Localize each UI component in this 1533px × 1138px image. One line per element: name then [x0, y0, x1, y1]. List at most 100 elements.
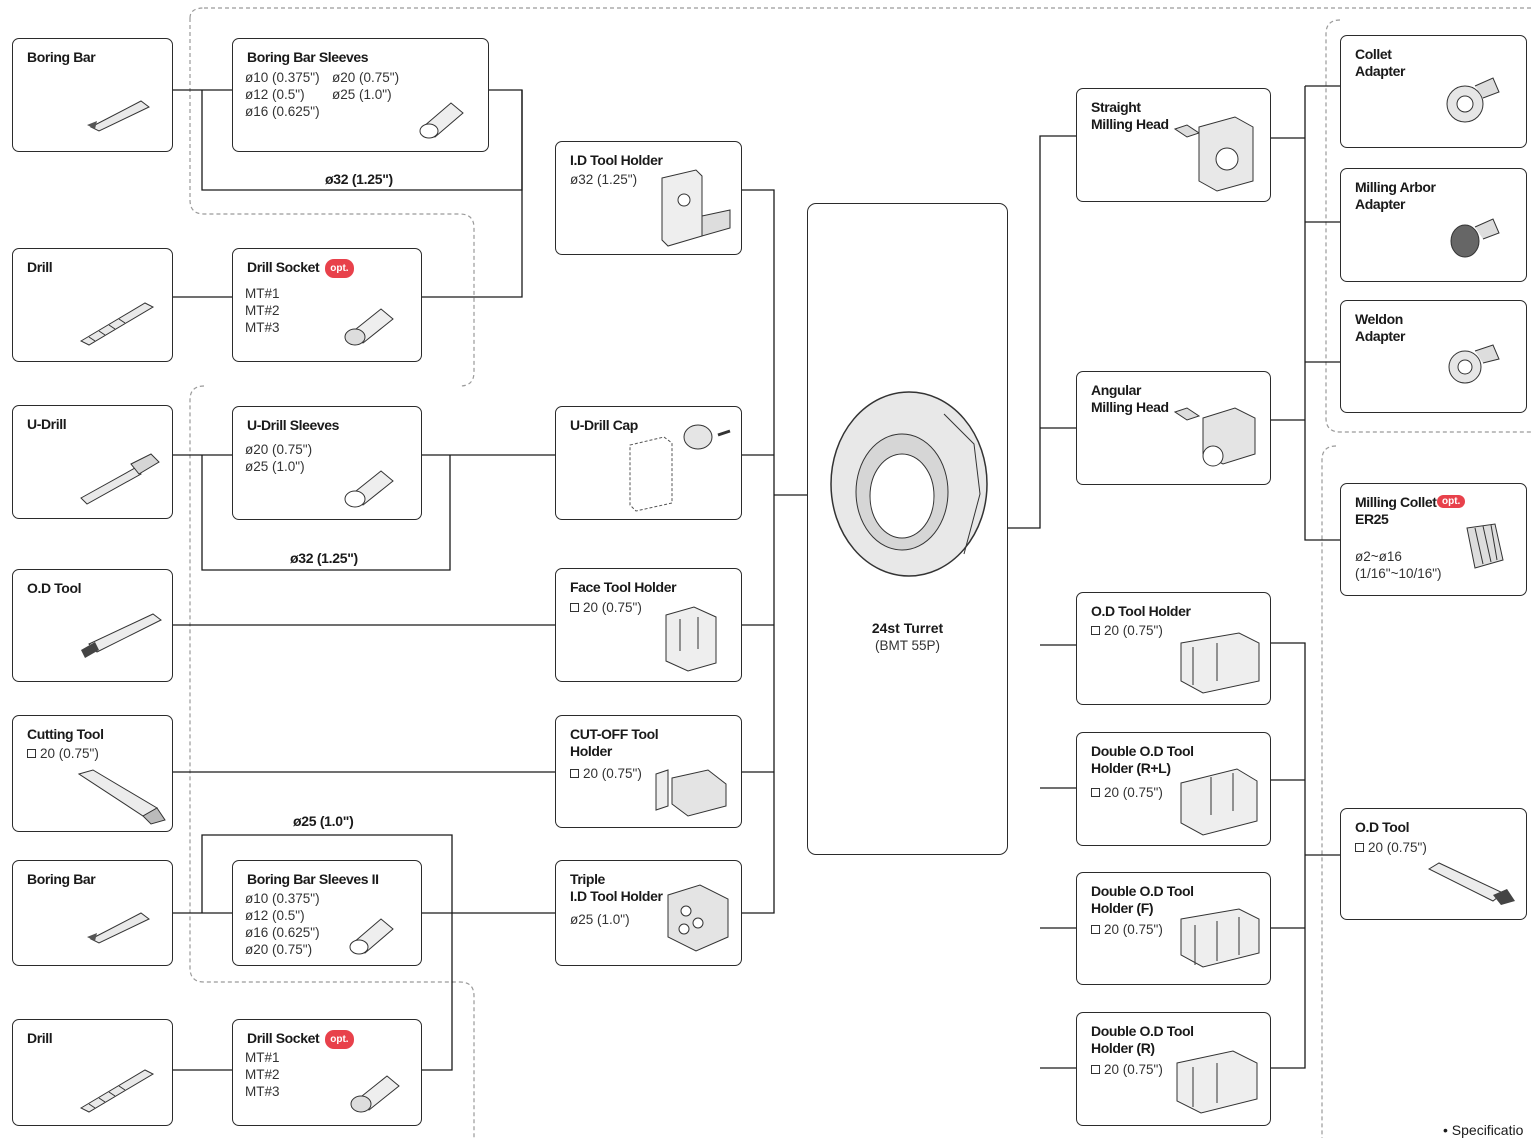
holder-title: CUT-OFF Tool Holder [570, 726, 659, 759]
double-od-tool-holder-r[interactable]: Double O.D Tool Holder (R) 20 (0.75") [1076, 1012, 1271, 1126]
opt-badge: opt. [325, 259, 354, 278]
double-od-r-icon [1176, 1050, 1258, 1114]
opt-badge: opt. [325, 1030, 354, 1049]
double-od-tool-holder-rl[interactable]: Double O.D Tool Holder (R+L) 20 (0.75") [1076, 732, 1271, 846]
turret-title: 24st Turret [871, 620, 944, 636]
collet-adapter[interactable]: Collet Adapter [1340, 35, 1527, 148]
spec-text: 20 (0.75") [1368, 840, 1427, 855]
turret-24st[interactable]: 24st Turret (BMT 55P) [807, 203, 1008, 855]
drill-socket-1[interactable]: Drill Socket opt. MT#1 MT#2 MT#3 [232, 248, 422, 362]
triple-id-tool-holder[interactable]: Triple I.D Tool Holder ø25 (1.0") [555, 860, 742, 966]
adapter-title: Boring Bar Sleeves II [247, 871, 379, 887]
spec-text: 20 (0.75") [583, 600, 642, 615]
adapter-specs: ø20 (0.75") ø25 (1.0") [245, 442, 313, 474]
spec-text: 20 (0.75") [1104, 785, 1163, 800]
dashed-group-collet [1325, 19, 1533, 433]
tool-label: U-Drill [27, 416, 67, 432]
adapter-title: U-Drill Sleeves [247, 417, 340, 433]
u-drill-cap[interactable]: U-Drill Cap [555, 406, 742, 520]
tool-u-drill[interactable]: U-Drill [12, 405, 173, 519]
turret-icon [830, 391, 988, 577]
straight-milling-icon [1173, 116, 1254, 192]
holder-spec: ø32 (1.25") [570, 172, 638, 187]
boring-bar-icon [87, 100, 150, 132]
holder-title: Double O.D Tool Holder (R+L) [1091, 743, 1194, 776]
square-icon [1091, 788, 1100, 797]
accessory-spec: ø2~ø16 (1/16"~10/16") [1355, 549, 1442, 581]
sleeve-icon [419, 102, 464, 139]
holder-spec: ø25 (1.0") [570, 912, 630, 927]
u-drill-sleeves[interactable]: U-Drill Sleeves ø20 (0.75") ø25 (1.0") [232, 406, 422, 520]
id-tool-holder[interactable]: I.D Tool Holder ø32 (1.25") [555, 141, 742, 255]
tool-boring-bar[interactable]: Boring Bar [12, 38, 173, 152]
tool-label: O.D Tool [27, 580, 82, 596]
holder-spec: 20 (0.75") [1091, 921, 1163, 938]
drill-socket-icon [344, 308, 394, 346]
od-tool-holder[interactable]: O.D Tool Holder 20 (0.75") [1076, 592, 1271, 705]
milling-arbor-adapter[interactable]: Milling Arbor Adapter [1340, 168, 1527, 282]
dashed-group-left-top [189, 7, 1533, 387]
double-od-tool-holder-f[interactable]: Double O.D Tool Holder (F) 20 (0.75") [1076, 872, 1271, 985]
adapter-specs-right: ø20 (0.75") ø25 (1.0") [332, 70, 400, 102]
tool-boring-bar-2[interactable]: Boring Bar [12, 860, 173, 966]
adapter-specs: MT#1 MT#2 MT#3 [245, 286, 280, 335]
boring-bar-sleeves[interactable]: Boring Bar Sleeves ø10 (0.375") ø12 (0.5… [232, 38, 489, 152]
weldon-adapter[interactable]: Weldon Adapter [1340, 300, 1527, 413]
face-tool-holder[interactable]: Face Tool Holder 20 (0.75") [555, 568, 742, 682]
double-od-f-icon [1180, 908, 1260, 968]
square-icon [1091, 626, 1100, 635]
collet-adapter-icon [1446, 77, 1500, 123]
od-tool-icon [81, 613, 162, 658]
tool-cutting-tool[interactable]: Cutting Tool 20 (0.75") [12, 715, 173, 832]
angular-milling-head[interactable]: Angular Milling Head [1076, 371, 1271, 485]
spec-text: 20 (0.75") [583, 766, 642, 781]
tool-drill-2[interactable]: Drill [12, 1019, 173, 1126]
triple-holder-icon [667, 884, 729, 952]
holder-title: Face Tool Holder [570, 579, 677, 595]
holder-spec: 20 (0.75") [570, 599, 642, 616]
drill-socket-icon [350, 1075, 400, 1113]
adapter-specs-left: ø10 (0.375") ø12 (0.5") ø16 (0.625") [245, 70, 320, 119]
holder-title: Angular Milling Head [1091, 382, 1169, 415]
straight-milling-head[interactable]: Straight Milling Head [1076, 88, 1271, 202]
square-icon [570, 769, 579, 778]
cutoff-tool-holder[interactable]: CUT-OFF Tool Holder 20 (0.75") [555, 715, 742, 828]
adapter-title: Drill Socket opt. [247, 259, 354, 278]
od-holder-icon [1180, 632, 1260, 694]
tool-label: Drill [27, 259, 53, 275]
tool-label: Boring Bar [27, 871, 96, 887]
adapter-title: Drill Socket opt. [247, 1030, 354, 1049]
u-drill-icon [80, 453, 160, 505]
tool-drill[interactable]: Drill [12, 248, 173, 362]
u-drill-cap-icon [629, 424, 731, 512]
holder-spec: 20 (0.75") [570, 765, 642, 782]
milling-collet-er25[interactable]: Milling Collet ER25 opt. ø2~ø16 (1/16"~1… [1340, 483, 1527, 596]
square-icon [27, 749, 36, 758]
holder-title: Double O.D Tool Holder (R) [1091, 1023, 1194, 1056]
cutoff-holder-icon [655, 769, 727, 817]
weldon-adapter-icon [1448, 344, 1500, 384]
square-icon [1091, 925, 1100, 934]
spec-text: 20 (0.75") [1104, 1062, 1163, 1077]
spec-text: 20 (0.75") [40, 746, 99, 761]
accessory-title: Milling Collet ER25 [1355, 494, 1437, 528]
tool-od-tool[interactable]: O.D Tool [12, 569, 173, 682]
holder-title: U-Drill Cap [570, 417, 638, 433]
od-tool-right[interactable]: O.D Tool 20 (0.75") [1340, 808, 1527, 920]
holder-title: Straight Milling Head [1091, 99, 1169, 132]
square-icon [1355, 843, 1364, 852]
turret-subtitle: (BMT 55P) [874, 638, 940, 653]
title-text: Drill Socket [247, 1030, 320, 1046]
face-holder-icon [665, 606, 717, 672]
angular-milling-icon [1173, 407, 1256, 467]
holder-spec: 20 (0.75") [1091, 622, 1163, 639]
sleeve-icon [344, 470, 394, 508]
tool-spec: 20 (0.75") [27, 745, 99, 762]
tool-label: Cutting Tool [27, 726, 104, 742]
adapter-title: Boring Bar Sleeves [247, 49, 369, 65]
accessory-title: Weldon Adapter [1355, 311, 1406, 344]
title-text: Drill Socket [247, 259, 320, 275]
boring-bar-sleeves-2[interactable]: Boring Bar Sleeves II ø10 (0.375") ø12 (… [232, 860, 422, 966]
tool-label: Drill [27, 1030, 53, 1046]
